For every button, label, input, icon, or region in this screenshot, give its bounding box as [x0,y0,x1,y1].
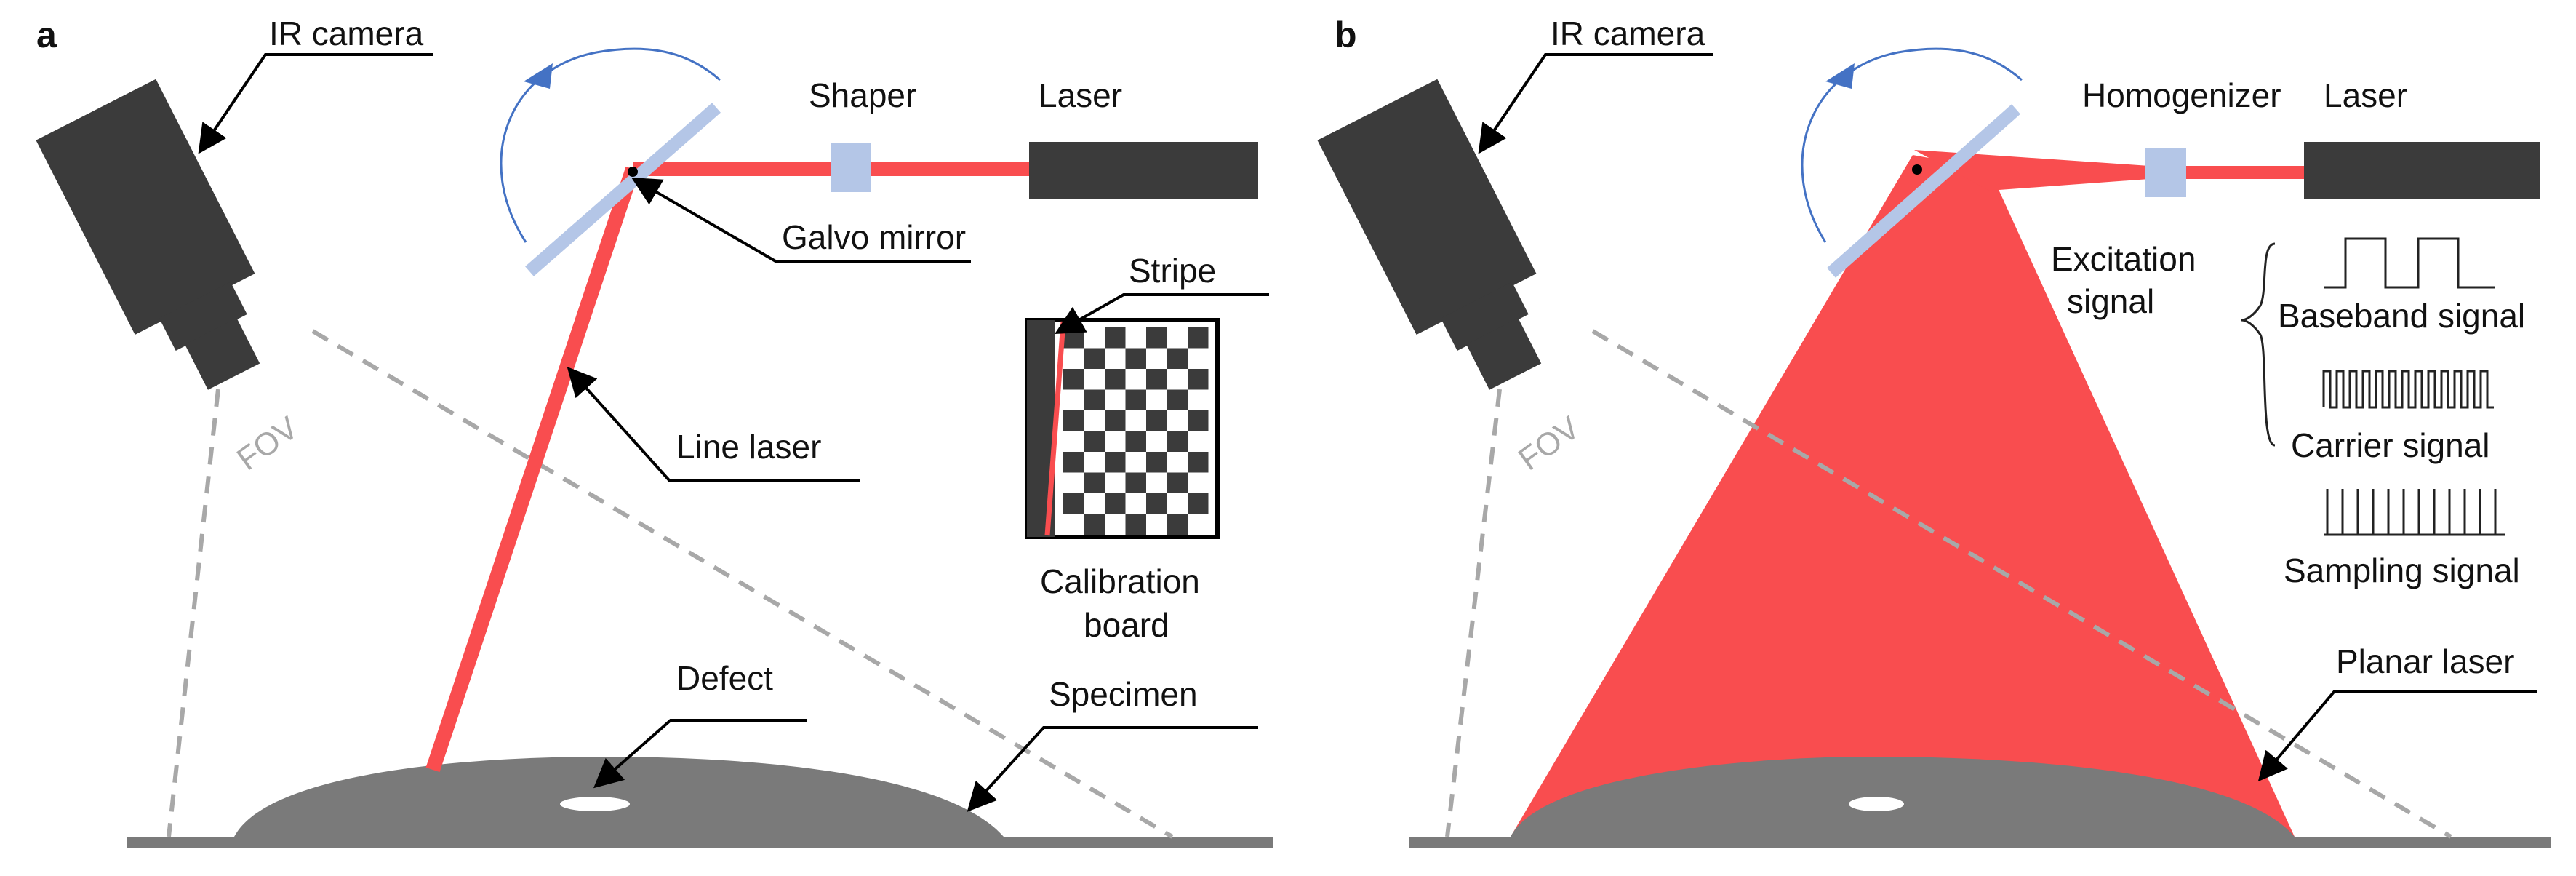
checker-square [1063,493,1084,514]
ir-camera-icon [36,79,260,390]
checker-square [1105,452,1126,473]
specimen-shape [234,757,1004,837]
shaper-label: Shaper [809,76,916,114]
checker-square [1125,431,1146,452]
homogenizer-label: Homogenizer [2082,76,2281,114]
ground-line [1409,837,2551,848]
rotation-arrowhead [524,63,553,89]
specimen-shape [1511,757,2295,837]
rotation-arc [1801,47,2023,243]
defect-hole [1849,797,1904,811]
checker-square [1167,472,1188,493]
mirror-pivot [1912,164,1922,175]
checker-square [1125,389,1146,410]
specimen-label: Specimen [1049,675,1198,713]
ir-camera-label: IR camera [269,15,424,52]
checker-square [1125,514,1146,535]
fov-lines [1445,329,2452,839]
shaper-element [831,143,871,192]
carrier-wave [2322,370,2494,409]
checker-square [1105,327,1126,349]
callout-leaders-b [1478,53,2537,782]
checker-square [1188,452,1209,473]
checker-square [1125,348,1146,369]
mirror-pivot [628,167,638,177]
galvo-mirror [525,103,721,276]
excitation-label-2: signal [2067,282,2154,320]
checker-square [1146,493,1167,514]
stripe-line [1044,321,1066,536]
checker-square [1146,452,1167,473]
carrier-label: Carrier signal [2291,426,2490,464]
checker-square [1084,472,1105,493]
defect-hole [560,797,630,811]
sampling-label: Sampling signal [2284,552,2520,589]
beam-expansion [1914,150,2149,191]
laser-source [2304,142,2540,199]
stripe-label: Stripe [1129,252,1216,290]
planar-laser-label: Planar laser [2336,642,2514,680]
checker-square [1146,369,1167,390]
panel-letter-a: a [36,15,57,55]
checker-square [1167,389,1188,410]
calibration-label-1: Calibration [1040,562,1200,600]
signal-waveforms [2322,237,2505,536]
checker-square [1105,369,1126,390]
rotation-arrowhead [1825,63,1855,89]
checker-square [1188,410,1209,431]
laser-source [1029,142,1258,199]
sampling-wave [2324,489,2505,536]
panel-b: b FOV [1317,15,2551,848]
baseband-wave [2324,237,2495,289]
checker-square [1146,327,1167,349]
fov-label: FOV [231,410,305,477]
line-laser-beam [425,166,640,773]
checker-square [1063,369,1084,390]
galvo-mirror [1827,104,2020,278]
fov-lines [167,329,1174,839]
checker-square [1188,327,1209,349]
checker-square [1063,327,1084,349]
baseband-label: Baseband signal [2278,297,2525,335]
checker-square [1167,514,1188,535]
callout-leaders-a [198,53,1269,812]
ir-camera-label: IR camera [1551,15,1705,52]
laser-label: Laser [1039,76,1122,114]
panel-letter-b: b [1335,15,1357,55]
checker-square [1125,472,1146,493]
checker-square [1084,389,1105,410]
checker-square [1167,348,1188,369]
rotation-arc [500,47,721,243]
checker-square [1084,431,1105,452]
galvo-mirror-label: Galvo mirror [782,218,966,256]
horizontal-beam [2149,166,2305,179]
checker-square [1105,493,1126,514]
ir-camera-icon [1317,79,1542,390]
checker-square [1105,410,1126,431]
panel-a: a FOV [36,15,1273,848]
checker-square [1188,369,1209,390]
homogenizer-element [2145,148,2186,197]
checker-square [1063,410,1084,431]
calibration-label-2: board [1084,606,1169,644]
fov-label: FOV [1512,410,1587,477]
line-laser-label: Line laser [676,428,821,466]
defect-label: Defect [676,659,773,697]
calibration-board [1025,318,1220,539]
checker-square [1084,348,1105,369]
checker-square [1188,493,1209,514]
checker-square [1084,514,1105,535]
checker-square [1167,431,1188,452]
laser-label: Laser [2324,76,2407,114]
checker-square [1063,452,1084,473]
excitation-brace [2241,242,2276,447]
checker-square [1146,410,1167,431]
planar-laser-fan [1511,155,2295,837]
excitation-label-1: Excitation [2051,240,2196,278]
ground-line [127,837,1273,848]
